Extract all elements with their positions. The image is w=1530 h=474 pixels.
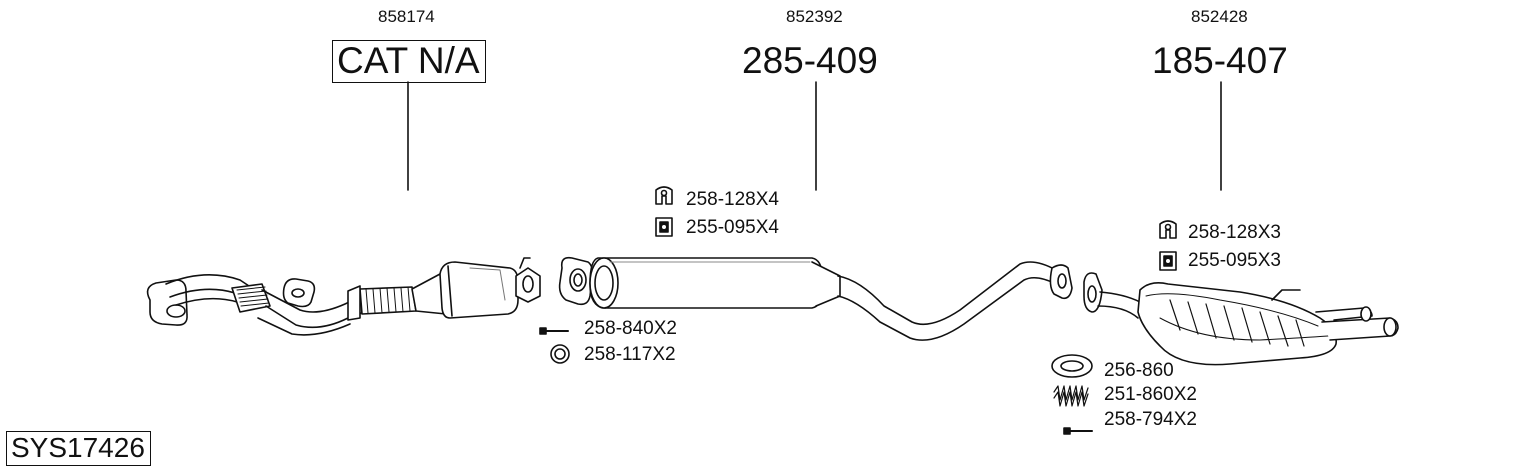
sealing-ring-icon (550, 344, 570, 364)
fitting-label-rear-spring: 251-860X2 (1104, 384, 1197, 405)
bolt-icon (539, 327, 569, 335)
system-code: SYS17426 (6, 431, 151, 466)
fitting-label-middle-hanger: 258-128X4 (686, 189, 779, 210)
spring-icon (1053, 385, 1089, 407)
fitting-label-rear-gasket: 256-860 (1104, 360, 1174, 381)
fitting-label-rear-hanger: 258-128X3 (1188, 222, 1281, 243)
section-part-label-rear: 185-407 (1152, 40, 1288, 81)
section-part-label-front: CAT N/A (332, 40, 486, 83)
section-ref-middle: 852392 (786, 7, 843, 26)
middle-silencer-drawing (558, 256, 1073, 341)
mounting-rubber-icon (655, 217, 673, 237)
section-ref-front: 858174 (378, 7, 435, 26)
rear-silencer-drawing (1083, 272, 1399, 366)
fitting-label-front-bolt: 258-840X2 (584, 318, 677, 339)
fitting-label-middle-rubber: 255-095X4 (686, 217, 779, 238)
section-part-label-middle: 285-409 (742, 40, 878, 81)
fitting-label-rear-rubber: 255-095X3 (1188, 250, 1281, 271)
front-pipe-catalyst-drawing (146, 257, 541, 336)
fitting-label-front-ring: 258-117X2 (584, 344, 676, 365)
section-ref-rear: 852428 (1191, 7, 1248, 26)
bolt-icon (1063, 427, 1093, 435)
rubber-hanger-icon (655, 186, 673, 205)
fitting-label-rear-bolt: 258-794X2 (1104, 409, 1197, 430)
rubber-hanger-icon (1159, 220, 1177, 239)
gasket-ring-icon (1051, 354, 1093, 378)
mounting-rubber-icon (1159, 251, 1177, 271)
